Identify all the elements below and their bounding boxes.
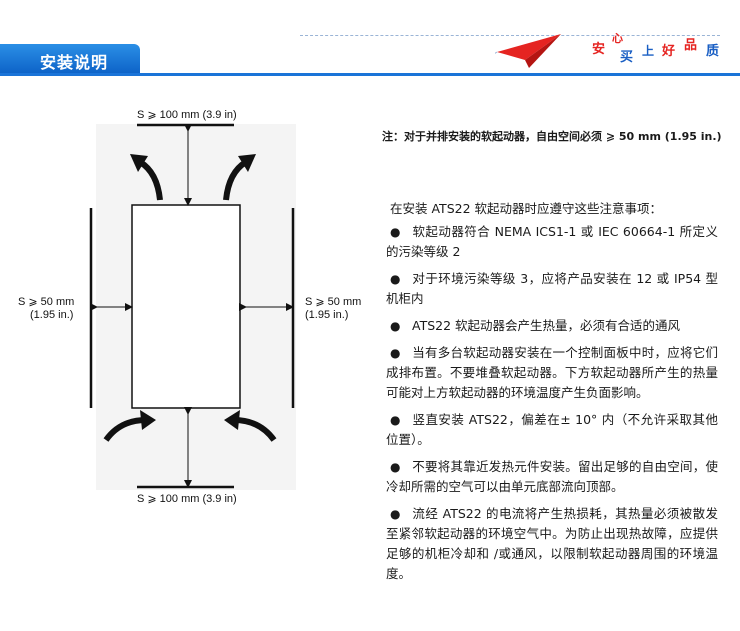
intro-text: 在安装 ATS22 软起动器时应遵守这些注意事项： bbox=[390, 201, 663, 216]
title-tab bbox=[0, 44, 140, 74]
list-item-text: 流经 ATS22 的电流将产生热损耗，其热量必须被散发至紧邻软起动器的环境空气中… bbox=[386, 506, 718, 581]
bullet-icon: ● bbox=[390, 346, 401, 360]
slogan-char: 安 bbox=[592, 42, 606, 57]
list-item: ●当有多台软起动器安装在一个控制面板中时，应将它们成排布置。不要堆叠软起动器。下… bbox=[386, 343, 718, 403]
slogan-char: 上 bbox=[642, 44, 655, 58]
bullet-icon: ● bbox=[390, 507, 401, 521]
header-banner: 安装说明 安 心 买 上 好 品 质 bbox=[0, 0, 740, 90]
slogan-char: 质 bbox=[706, 44, 720, 59]
slogan-char: 心 bbox=[612, 32, 623, 45]
clearance-drawing bbox=[89, 123, 296, 490]
list-item-text: 不要将其靠近发热元件安装。留出足够的自由空间，使冷却所需的空气可以由单元底部流向… bbox=[386, 459, 718, 494]
paper-plane-icon bbox=[495, 34, 561, 68]
bullet-icon: ● bbox=[390, 319, 401, 333]
list-item: ● ATS22 软起动器会产生热量，必须有合适的通风 bbox=[386, 316, 718, 336]
list-item-text: 对于环境污染等级 3，应将产品安装在 12 或 IP54 型机柜内 bbox=[386, 271, 718, 306]
soft-starter-box bbox=[131, 204, 241, 409]
list-item: ●软起动器符合 NEMA ICS1-1 或 IEC 60664-1 所定义的污染… bbox=[386, 222, 718, 262]
list-item-text: 竖直安装 ATS22，偏差在± 10° 内（不允许采取其他位置）。 bbox=[386, 412, 718, 447]
list-item-text: 当有多台软起动器安装在一个控制面板中时，应将它们成排布置。不要堆叠软起动器。下方… bbox=[386, 345, 718, 400]
list-item-text: ATS22 软起动器会产生热量，必须有合适的通风 bbox=[412, 318, 681, 333]
bullet-icon: ● bbox=[390, 460, 401, 474]
bottom-clearance-label: S ⩾ 100 mm (3.9 in) bbox=[137, 493, 237, 505]
section-title: 安装说明 bbox=[40, 53, 109, 72]
list-item: ●对于环境污染等级 3，应将产品安装在 12 或 IP54 型机柜内 bbox=[386, 269, 718, 309]
slogan: 安 心 买 上 好 品 质 bbox=[590, 32, 740, 66]
left-clearance-inches: (1.95 in.) bbox=[30, 309, 74, 321]
slogan-char: 品 bbox=[684, 38, 698, 53]
list-item-text: 软起动器符合 NEMA ICS1-1 或 IEC 60664-1 所定义的污染等… bbox=[386, 224, 718, 259]
bullet-icon: ● bbox=[390, 413, 401, 427]
bullet-icon: ● bbox=[390, 225, 401, 239]
list-item: ●竖直安装 ATS22，偏差在± 10° 内（不允许采取其他位置）。 bbox=[386, 410, 718, 450]
top-clearance-label: S ⩾ 100 mm (3.9 in) bbox=[137, 109, 237, 121]
header-rule bbox=[0, 73, 740, 76]
list-item: ●不要将其靠近发热元件安装。留出足够的自由空间，使冷却所需的空气可以由单元底部流… bbox=[386, 457, 718, 497]
right-clearance-label: S ⩾ 50 mm bbox=[305, 296, 362, 308]
list-item: ●流经 ATS22 的电流将产生热损耗，其热量必须被散发至紧邻软起动器的环境空气… bbox=[386, 504, 718, 584]
left-clearance-label: S ⩾ 50 mm bbox=[18, 296, 75, 308]
bullet-icon: ● bbox=[390, 272, 401, 286]
dashed-rule bbox=[300, 35, 720, 36]
precaution-list: ●软起动器符合 NEMA ICS1-1 或 IEC 60664-1 所定义的污染… bbox=[386, 222, 718, 591]
clearance-diagram: S ⩾ 100 mm (3.9 in) S ⩾ 100 mm (3.9 in) … bbox=[0, 90, 370, 520]
right-clearance-inches: (1.95 in.) bbox=[305, 309, 349, 321]
side-by-side-note: 注：对于并排安装的软起动器，自由空间必须 ⩾ 50 mm (1.95 in.) bbox=[382, 130, 722, 143]
slogan-char: 买 bbox=[620, 50, 634, 65]
slogan-char: 好 bbox=[662, 44, 676, 59]
